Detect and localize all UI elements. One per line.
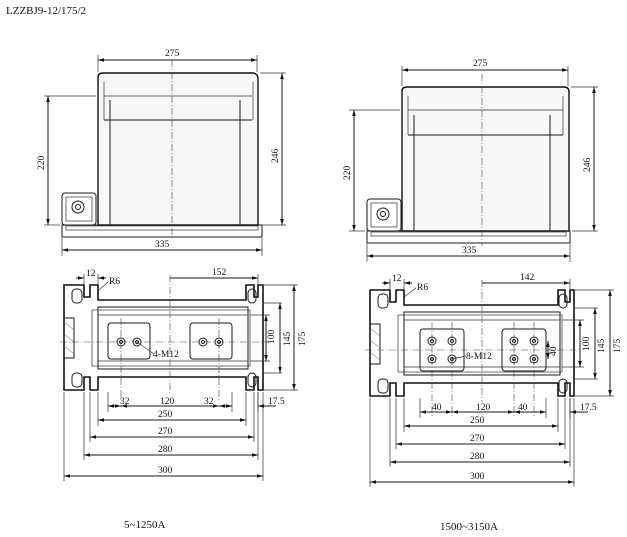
left-plan-dim-175: 175 <box>298 332 308 347</box>
left-front-dim-335: 335 <box>155 240 170 250</box>
left-plan-dim-250: 250 <box>158 410 173 420</box>
right-plan-dim-270: 270 <box>470 434 485 444</box>
left-front-dim-246: 246 <box>271 149 281 164</box>
left-bolt-label: 4-M12 <box>153 350 179 360</box>
left-caption: 5~1250A <box>124 519 165 531</box>
right-plan-dim-17-5: 17.5 <box>580 403 597 413</box>
left-front-dim-275: 275 <box>165 49 180 59</box>
left-plan-dim-152: 152 <box>212 268 227 278</box>
left-plan-dim-270: 270 <box>158 427 173 437</box>
right-plan-dim-100: 100 <box>582 337 592 352</box>
model-title: LZZBJ9-12/175/2 <box>6 5 86 17</box>
right-front-view: 275 220 246 335 <box>343 59 598 262</box>
right-plan-view: 8-M12 40 12 R6 142 100 145 175 40 120 <box>365 273 623 487</box>
left-plan-dim-145: 145 <box>283 332 293 347</box>
left-plan-dim-280: 280 <box>158 445 173 455</box>
right-front-dim-335: 335 <box>462 246 477 256</box>
right-plan-dim-145: 145 <box>597 339 607 354</box>
right-plan-dim-142: 142 <box>520 273 535 283</box>
left-plan-dim-300: 300 <box>158 466 173 476</box>
left-plan-r6: R6 <box>109 277 120 287</box>
left-plan-view: 4-M12 12 R6 152 100 145 175 32 120 32 <box>60 268 308 481</box>
right-plan-dim-300: 300 <box>470 472 485 482</box>
left-plan-dim-100: 100 <box>267 330 277 345</box>
right-plan-dim-40a: 40 <box>432 403 442 413</box>
right-plan-dim-40-small: 40 <box>549 346 559 356</box>
right-caption: 1500~3150A <box>440 521 498 533</box>
left-plan-dim-17-5: 17.5 <box>268 397 285 407</box>
left-front-dim-220: 220 <box>37 156 47 171</box>
right-plan-dim-175: 175 <box>613 339 623 354</box>
right-plan-r6: R6 <box>417 283 428 293</box>
right-front-dim-220: 220 <box>343 166 353 181</box>
right-plan-dim-12: 12 <box>392 274 402 284</box>
right-front-dim-246: 246 <box>583 158 593 173</box>
right-plan-dim-40b: 40 <box>518 403 528 413</box>
right-plan-dim-250: 250 <box>470 416 485 426</box>
left-plan-dim-120: 120 <box>160 397 175 407</box>
left-front-view: 275 220 246 335 <box>37 49 286 256</box>
right-plan-dim-280: 280 <box>470 452 485 462</box>
left-plan-dim-12: 12 <box>86 269 96 279</box>
right-plan-dim-120: 120 <box>476 403 491 413</box>
right-bolt-label: 8-M12 <box>466 352 492 362</box>
left-plan-dim-32b: 32 <box>204 397 214 407</box>
right-front-dim-275: 275 <box>473 59 488 69</box>
left-plan-dim-32a: 32 <box>120 397 130 407</box>
